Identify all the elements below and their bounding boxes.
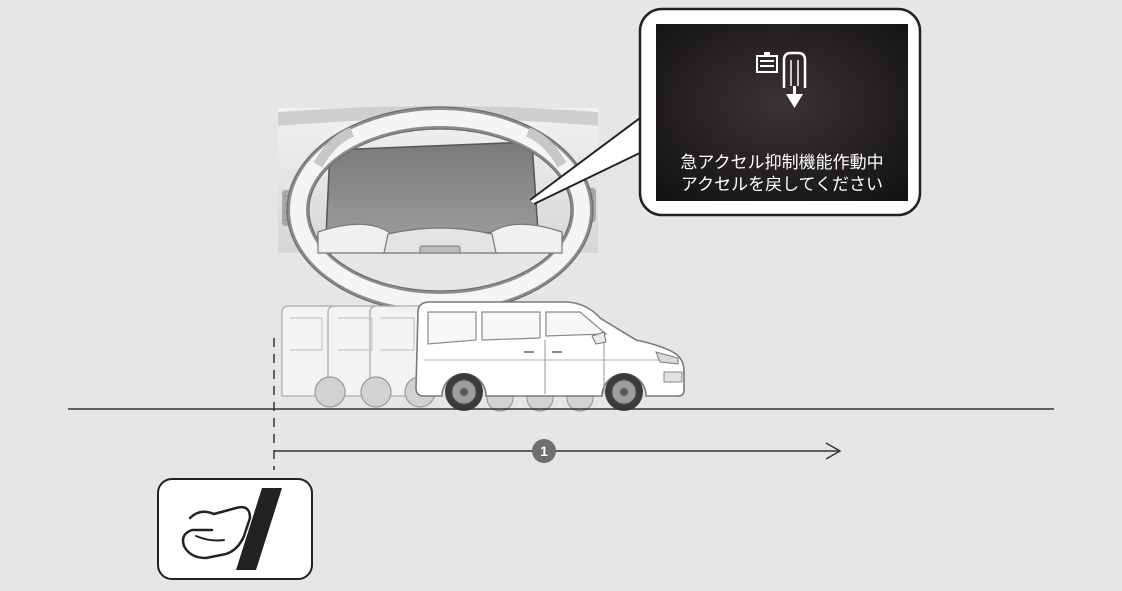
van-wheel-front (605, 373, 643, 411)
vehicle-illustration (281, 301, 685, 412)
meter-display-screen (656, 24, 908, 201)
distance-arrow (274, 442, 842, 460)
step-marker-label: 1 (540, 443, 548, 459)
van-wheel-rear (445, 373, 483, 411)
display-callout (638, 7, 922, 217)
message-line-1: 急アクセル抑制機能作動中 (680, 153, 884, 173)
dashboard-illustration (278, 106, 598, 314)
step-marker-circle (532, 439, 556, 463)
foot-pressing-pedal-icon (157, 478, 313, 580)
message-line-2: アクセルを戻してください (680, 175, 884, 195)
callout-pointer (529, 117, 647, 205)
warning-message: 急アクセル抑制機能作動中 アクセルを戻してください (656, 152, 908, 196)
accelerator-pedal-release-icon (756, 51, 807, 108)
